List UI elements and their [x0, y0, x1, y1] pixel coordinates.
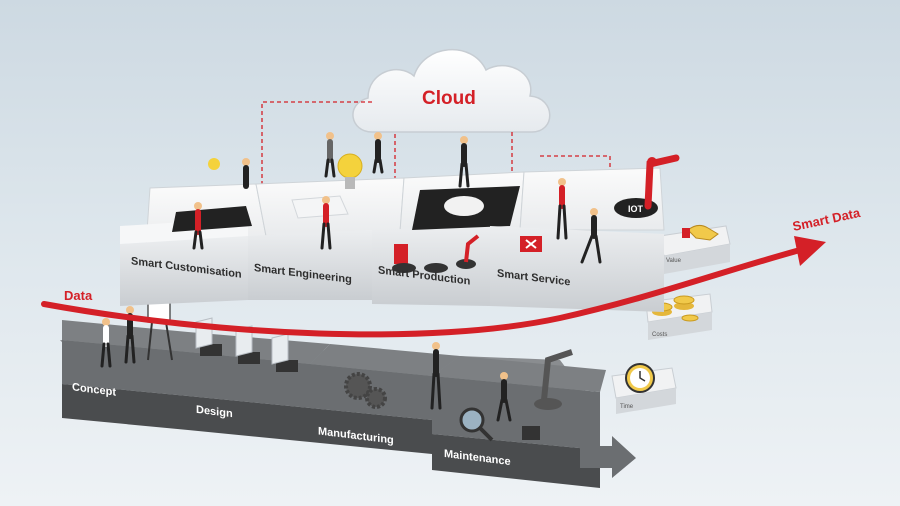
- person-figure: [192, 202, 204, 250]
- person-figure: [324, 132, 336, 178]
- smart-modules: [120, 153, 680, 312]
- person-figure: [496, 372, 512, 422]
- person-figure: [100, 318, 112, 368]
- person-figure: [320, 196, 332, 250]
- people: [100, 132, 602, 422]
- person-figure: [580, 208, 602, 264]
- cloud-shape: [352, 48, 551, 133]
- person-figure: [242, 158, 250, 189]
- person-figure: [124, 306, 136, 364]
- side-steps: [611, 224, 731, 414]
- side-step-label-value: Value: [666, 258, 682, 264]
- cloud-label: Cloud: [422, 88, 476, 109]
- person-figure: [458, 136, 470, 188]
- smart-module-engineering: [248, 177, 405, 300]
- smart-module-service: [490, 167, 665, 312]
- data-arrow: [41, 236, 826, 338]
- person-figure: [430, 342, 442, 410]
- base-stage-design: [188, 332, 330, 442]
- smart-module-customisation: [120, 183, 267, 306]
- base-stage-maintenance: [432, 356, 606, 488]
- iot-label: IOT: [628, 204, 644, 214]
- base-stage-concept: [62, 320, 188, 430]
- side-step-label-time: Time: [620, 404, 634, 410]
- data-label: Data: [64, 288, 93, 303]
- process-exit-arrow: [580, 436, 636, 478]
- person-figure: [372, 132, 384, 174]
- person-figure: [556, 178, 568, 240]
- side-step-label-costs: Costs: [652, 332, 667, 338]
